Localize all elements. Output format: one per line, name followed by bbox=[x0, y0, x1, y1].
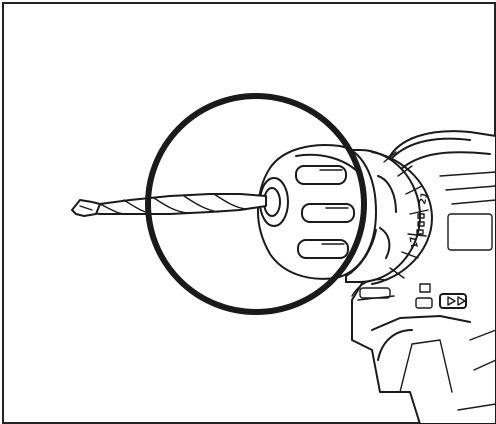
clutch-scale-label: 17 bbox=[409, 235, 421, 249]
direction-switch bbox=[415, 283, 467, 309]
drill-chuck bbox=[257, 144, 377, 280]
drill-bit bbox=[71, 193, 267, 217]
clutch-scale-label: 21 bbox=[418, 191, 430, 205]
clutch-scale: 21 17 bbox=[409, 191, 431, 249]
highlight-circle bbox=[145, 93, 367, 315]
